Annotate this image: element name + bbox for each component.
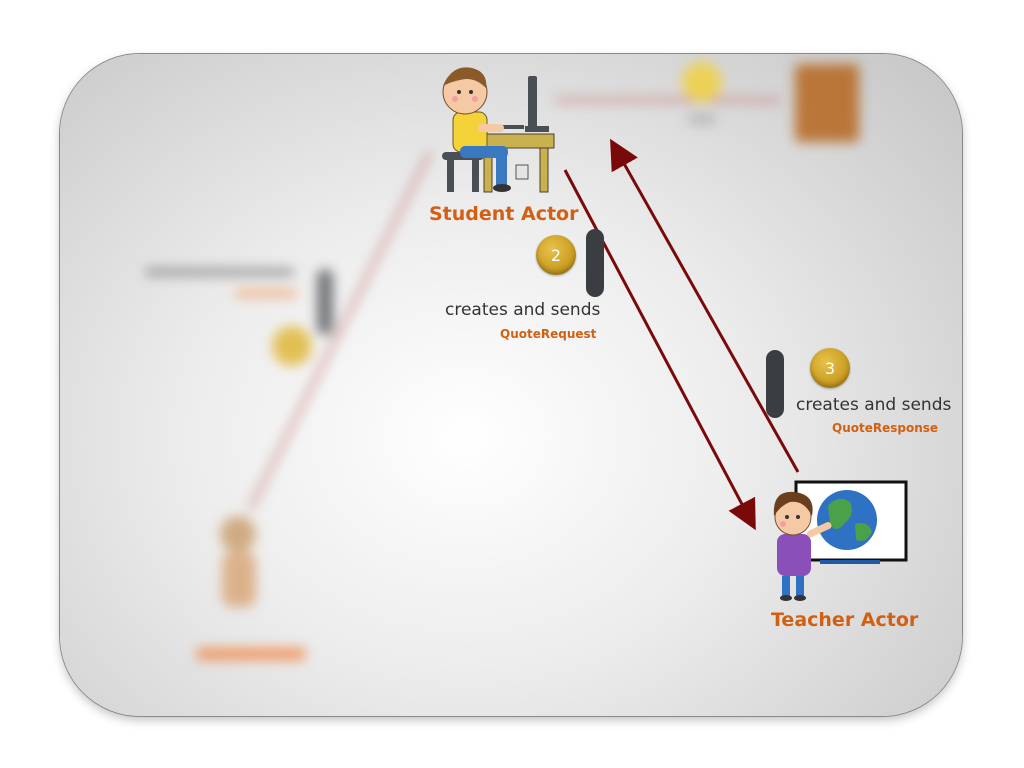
blurred-actor-icon (220, 516, 256, 607)
blurred-target-box-icon (795, 64, 859, 142)
step-3-pill (766, 350, 784, 418)
step-3-number: 3 (824, 358, 836, 378)
step-3-badge: 3 (810, 348, 850, 388)
teacher-with-globe-icon (773, 480, 908, 601)
blurred-top-text (688, 114, 716, 124)
blurred-message-text (235, 290, 297, 297)
blurred-arrow-up (248, 151, 432, 510)
step-3-message: QuoteResponse (832, 421, 939, 435)
step-2-message: QuoteRequest (500, 327, 597, 341)
step-2-action: creates and sends (445, 300, 601, 320)
blurred-background-layer (145, 62, 859, 660)
quote-response-arrow (610, 138, 800, 473)
blurred-left-actor-label (196, 648, 306, 660)
teacher-actor-label: Teacher Actor (771, 609, 919, 631)
blurred-pill-icon (317, 269, 333, 335)
blurred-badge-icon (272, 326, 312, 366)
blurred-top-badge-icon (682, 62, 722, 102)
blurred-action-text (145, 268, 295, 276)
student-at-computer-icon (442, 67, 555, 193)
step-2-badge: 2 (536, 235, 576, 275)
diagram-canvas: 2 creates and sends QuoteRequest 3 creat… (60, 54, 962, 716)
student-actor-label: Student Actor (429, 203, 579, 225)
step-3-action: creates and sends (796, 395, 952, 415)
step-2-number: 2 (550, 245, 562, 265)
step-2-pill (586, 229, 604, 297)
